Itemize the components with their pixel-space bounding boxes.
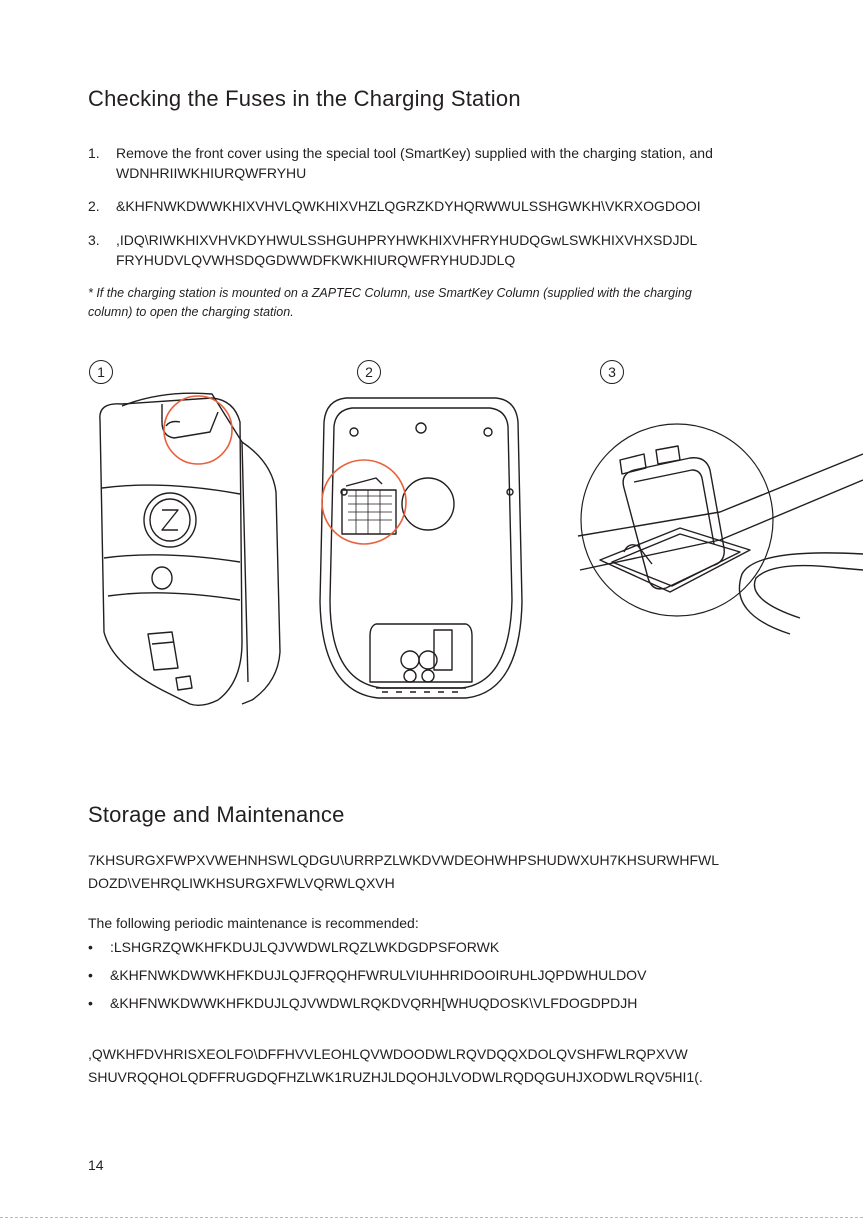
list-item: • &KHFNWKDWWKHFKDUJLQJFRQQHFWRULVIUHHRID… [88,965,863,985]
step-text-cont: WDNHRIIWKHIURQWFRYHU [116,165,307,181]
step-text: &KHFNWKDWWKHIXVHVLQWKHIXVHZLQGRZKDYHQRWW… [116,198,701,214]
step-number: 2. [88,198,100,214]
step-3: 3. ,IDQ\RIWKHIXVHVKDYHWULSSHGUHPRYHWKHIX… [88,230,863,270]
figure-label-3: 3 [600,360,624,384]
maintenance-intro: The following periodic maintenance is re… [88,915,419,931]
step-text-cont: FRYHUDVLQVWHSDQGDWWDFKWKHIURQWFRYHUDJDLQ [116,252,516,268]
page-number: 14 [88,1157,104,1173]
step-2: 2. &KHFNWKDWWKHIXVHVLQWKHIXVHZLQGRZKDYHQ… [88,196,863,216]
paragraph-line: ,QWKHFDVHRISXEOLFO\DFFHVVLEOHLQVWDOODWLR… [88,1046,688,1062]
storage-paragraph: 7KHSURGXFWPXVWEHNHSWLQDGU\URRPZLWKDVWDEO… [88,849,719,895]
figure-label-1: 1 [89,360,113,384]
highlight-circle [163,395,233,465]
list-item-text: &KHFNWKDWWKHFKDUJLQJVWDWLRQKDVQRH[WHUQDO… [110,995,638,1011]
paragraph-line: SHUVRQQHOLQDFFRUGDQFHZLWK1RUZHJLDQOHJLVO… [88,1069,703,1085]
note-line: column) to open the charging station. [88,305,294,319]
highlight-circle [321,459,407,545]
figure-label-2: 2 [357,360,381,384]
note-line: * If the charging station is mounted on … [88,286,692,300]
figure-fuse-cover-detail [577,423,863,635]
bullet-marker: • [88,939,93,955]
paragraph-line: 7KHSURGXFWPXVWEHNHSWLQDGU\URRPZLWKDVWDEO… [88,852,720,868]
list-item-text: :LSHGRZQWKHFKDUJLQJVWDWLRQZLWKDGDPSFORWK [110,939,500,955]
inspection-paragraph: ,QWKHFDVHRISXEOLFO\DFFHVVLEOHLQVWDOODWLR… [88,1043,703,1089]
step-text: ,IDQ\RIWKHIXVHVKDYHWULSSHGUHPRYHWKHIXVHF… [116,232,698,248]
bullet-marker: • [88,967,93,983]
step-number: 1. [88,145,100,161]
step-number: 3. [88,232,100,248]
smartkey-note: * If the charging station is mounted on … [88,284,692,322]
detail-circle [580,423,774,617]
section-heading-fuses: Checking the Fuses in the Charging Stati… [88,86,521,111]
list-item-text: &KHFNWKDWWKHFKDUJLQJFRQQHFWRULVIUHHRIDOO… [110,967,647,983]
figure-charging-station-open [319,397,523,699]
step-text: Remove the front cover using the special… [116,145,713,161]
bullet-marker: • [88,995,93,1011]
list-item: • &KHFNWKDWWKHFKDUJLQJVWDWLRQKDVQRH[WHUQ… [88,993,863,1013]
section-heading-storage: Storage and Maintenance [88,802,345,827]
paragraph-line: DOZD\VEHRQLIWKHSURGXFWLVQRWLQXVH [88,875,395,891]
figure-charging-station-closed [99,392,281,707]
step-1: 1. Remove the front cover using the spec… [88,143,863,183]
page-bottom-edge [0,1217,863,1218]
list-item: • :LSHGRZQWKHFKDUJLQJVWDWLRQZLWKDGDPSFOR… [88,937,863,957]
